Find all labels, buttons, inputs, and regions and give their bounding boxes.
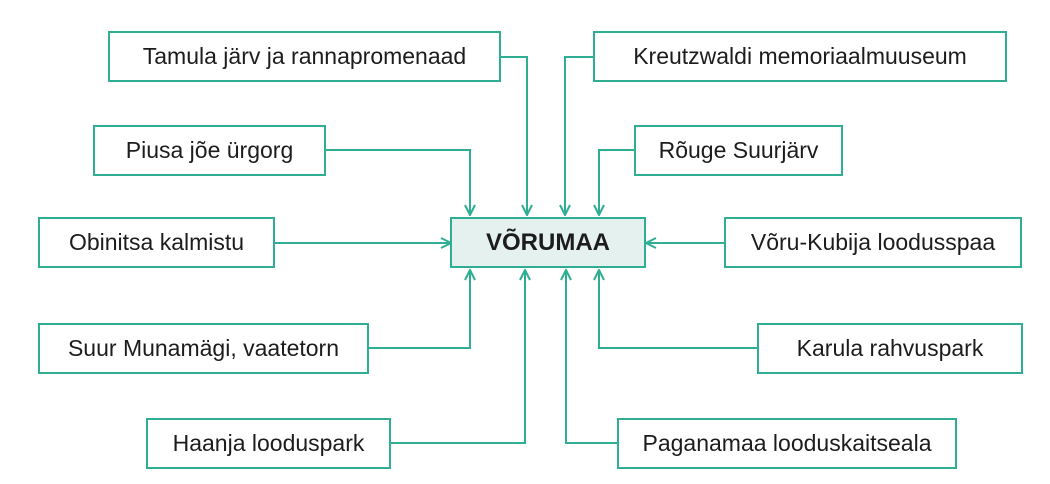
- arrow-paganamaa: [566, 270, 618, 444]
- node-haanja: Haanja looduspark: [146, 418, 391, 469]
- node-tamula: Tamula järv ja rannapromenaad: [108, 31, 501, 82]
- arrow-karula: [599, 270, 758, 349]
- node-karula: Karula rahvuspark: [757, 323, 1023, 374]
- arrow-piusa: [325, 149, 470, 215]
- node-kreutzwaldi: Kreutzwaldi memoriaalmuuseum: [593, 31, 1007, 82]
- node-voru-kubija: Võru-Kubija loodusspaa: [724, 217, 1022, 268]
- node-rouge: Rõuge Suurjärv: [634, 125, 843, 176]
- center-node-vorumaa: VÕRUMAA: [450, 217, 646, 268]
- arrow-haanja: [390, 270, 525, 444]
- node-paganamaa: Paganamaa looduskaitseala: [617, 418, 957, 469]
- node-obinitsa: Obinitsa kalmistu: [38, 217, 275, 268]
- arrow-munamagi: [368, 270, 470, 349]
- node-munamagi: Suur Munamägi, vaatetorn: [38, 323, 369, 374]
- arrow-tamula: [500, 56, 527, 215]
- arrow-rouge: [599, 149, 635, 215]
- node-piusa: Piusa jõe ürgorg: [93, 125, 326, 176]
- arrow-kreutzwaldi: [565, 56, 594, 215]
